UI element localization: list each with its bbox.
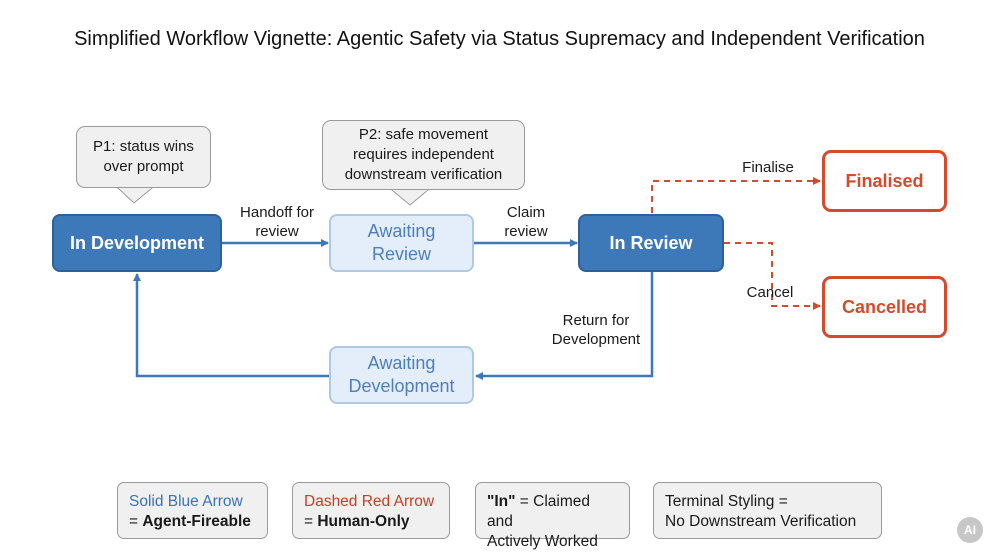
legend-terminal-line-2: No Downstream Verification: [665, 513, 857, 530]
return-label-line-2: Development: [551, 331, 641, 348]
p2-callout: P2: safe movement requires independent d…: [322, 120, 525, 190]
legend-solid-title: Solid Blue Arrow: [129, 493, 243, 510]
state-awaiting-review-line-1: Awaiting: [367, 221, 436, 241]
state-finalised-label: Finalised: [845, 170, 924, 191]
state-awaiting-development-line-2: Development: [348, 376, 455, 396]
claim-label-line-1: Claim: [506, 204, 546, 221]
p1-callout-pointer: [116, 187, 154, 204]
legend-in-claimed: "In" = Claimed and Actively Worked: [475, 482, 630, 550]
state-in-development-label: In Development: [69, 232, 205, 253]
legend-terminal-styling: Terminal Styling = No Downstream Verific…: [653, 482, 882, 539]
legend-solid-prefix: =: [129, 513, 143, 530]
state-cancelled: Cancelled: [822, 276, 947, 338]
p1-callout-line-2: over prompt: [103, 158, 184, 175]
state-awaiting-development-line-1: Awaiting: [367, 353, 436, 373]
legend-dashed-red-arrow: Dashed Red Arrow = Human-Only: [292, 482, 450, 539]
legend-terminal-line-1: Terminal Styling =: [665, 493, 788, 510]
handoff-label-line-1: Handoff for: [240, 204, 314, 221]
legend-dashed-title: Dashed Red Arrow: [304, 493, 435, 510]
p1-callout-line-1: P1: status wins: [93, 138, 194, 155]
state-awaiting-review: Awaiting Review: [329, 214, 474, 272]
p2-callout-line-3: downstream verification: [344, 166, 503, 183]
handoff-label-line-2: review: [255, 223, 299, 240]
awaiting-development-to-in-development-arrow: [133, 273, 330, 378]
legend-solid-blue-arrow: Solid Blue Arrow = Agent-Fireable: [117, 482, 268, 539]
cancel-label: Cancel: [746, 284, 794, 301]
return-label-line-1: Return for: [562, 312, 630, 329]
p2-callout-line-1: P2: safe movement: [358, 126, 489, 143]
handoff-label: Handoff for review: [222, 203, 332, 241]
legend-in-quote: "In": [487, 493, 516, 510]
state-finalised: Finalised: [822, 150, 947, 212]
finalise-arrow: [651, 177, 821, 213]
legend-solid-value: Agent-Fireable: [142, 513, 251, 530]
p1-callout: P1: status wins over prompt: [76, 126, 211, 188]
diagram-title: Simplified Workflow Vignette: Agentic Sa…: [74, 28, 925, 50]
state-in-development: In Development: [52, 214, 222, 272]
return-label: Return for Development: [541, 311, 651, 349]
p2-callout-line-2: requires independent: [353, 146, 494, 163]
ai-badge-icon: AI: [957, 517, 983, 543]
state-in-review: In Review: [578, 214, 724, 272]
legend-dashed-prefix: =: [304, 513, 318, 530]
legend-dashed-value: Human-Only: [317, 513, 410, 530]
claim-label: Claim review: [486, 203, 566, 241]
state-cancelled-label: Cancelled: [841, 296, 928, 317]
legend-in-rest: = Claimed and: [487, 493, 591, 530]
state-awaiting-review-line-2: Review: [371, 244, 432, 264]
state-awaiting-development: Awaiting Development: [329, 346, 474, 404]
legend-in-line-2: Actively Worked: [487, 533, 598, 550]
cancel-arrow: [724, 242, 821, 310]
finalise-label: Finalise: [742, 159, 794, 176]
claim-label-line-2: review: [504, 223, 548, 240]
state-in-review-label: In Review: [609, 232, 693, 253]
p2-callout-pointer: [390, 189, 430, 206]
return-arrow-segment: [475, 272, 654, 380]
